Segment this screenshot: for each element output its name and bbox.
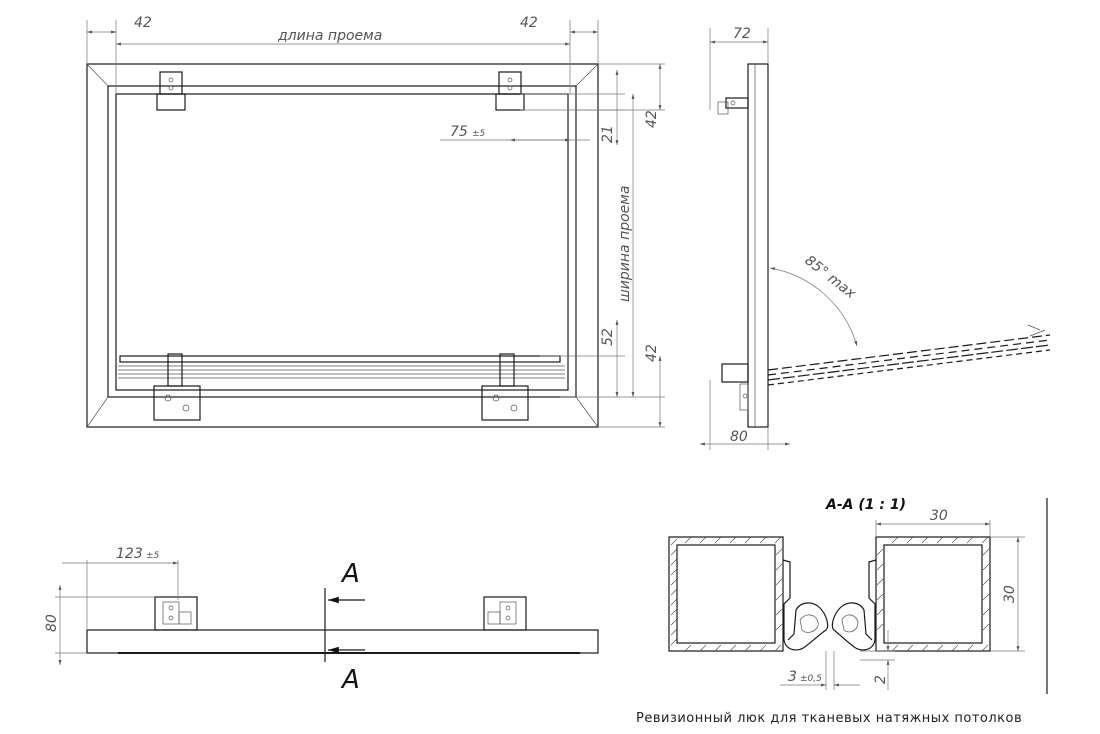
open-door-lines bbox=[767, 324, 1051, 386]
bottom-dim-123-tol: ±5 bbox=[146, 551, 160, 561]
bottom-view: 123 ±5 80 A A bbox=[44, 546, 599, 695]
section-dim-gap: 3 bbox=[788, 669, 797, 685]
width-label: ширина проема bbox=[617, 186, 633, 302]
section-mark-top: A bbox=[340, 559, 360, 589]
hinge-bar bbox=[118, 355, 565, 379]
section-dim-height: 30 bbox=[1002, 585, 1018, 603]
bottom-bracket-right bbox=[483, 596, 527, 631]
section-dim-small: 2 bbox=[873, 675, 889, 684]
dim-right-42: 42 bbox=[520, 15, 538, 31]
front-view: 42 42 длина проема 75 ±5 21 42 ширина пр… bbox=[86, 15, 665, 428]
front-outer-frame bbox=[86, 63, 599, 428]
section-aa: A-A (1 : 1) 30 bbox=[668, 497, 1048, 694]
section-mark-bottom: A bbox=[340, 665, 360, 695]
bracket-top-left bbox=[156, 71, 186, 111]
section-dim-width: 30 bbox=[930, 508, 948, 524]
left-clip-profile bbox=[782, 559, 829, 651]
section-title: A-A (1 : 1) bbox=[825, 497, 906, 513]
dim-75-tol: ±5 bbox=[472, 129, 486, 139]
side-profile bbox=[747, 63, 769, 428]
dim-75: 75 bbox=[450, 124, 468, 140]
side-hinge-bottom bbox=[721, 363, 749, 411]
length-label: длина проема bbox=[277, 28, 382, 44]
bracket-top-right bbox=[495, 71, 525, 111]
dim-21: 21 bbox=[600, 125, 616, 143]
dim-left-42: 42 bbox=[134, 15, 152, 31]
dim-top-42: 42 bbox=[644, 110, 660, 128]
front-panel bbox=[115, 93, 569, 391]
right-clip-profile bbox=[831, 559, 877, 651]
side-view: 85° max 72 80 bbox=[700, 26, 1051, 450]
section-dim-gap-tol: ±0,5 bbox=[800, 674, 822, 684]
side-dim-80: 80 bbox=[730, 429, 748, 445]
hinge-bottom-left bbox=[153, 353, 201, 421]
dim-52: 52 bbox=[600, 328, 616, 346]
bottom-dim-123: 123 bbox=[116, 546, 143, 562]
hinge-bottom-right bbox=[481, 353, 529, 421]
right-tube bbox=[875, 536, 991, 652]
side-dim-72: 72 bbox=[733, 26, 751, 42]
bottom-bracket-left bbox=[154, 596, 198, 631]
angle-label: 85° max bbox=[802, 253, 860, 303]
drawing-caption: Ревизионный люк для тканевых натяжных по… bbox=[636, 711, 1022, 726]
bottom-dim-80: 80 bbox=[44, 614, 60, 632]
left-tube bbox=[668, 536, 784, 652]
dim-bottom-42: 42 bbox=[644, 344, 660, 362]
side-bracket-top bbox=[717, 97, 749, 115]
front-inner-frame bbox=[107, 85, 577, 398]
